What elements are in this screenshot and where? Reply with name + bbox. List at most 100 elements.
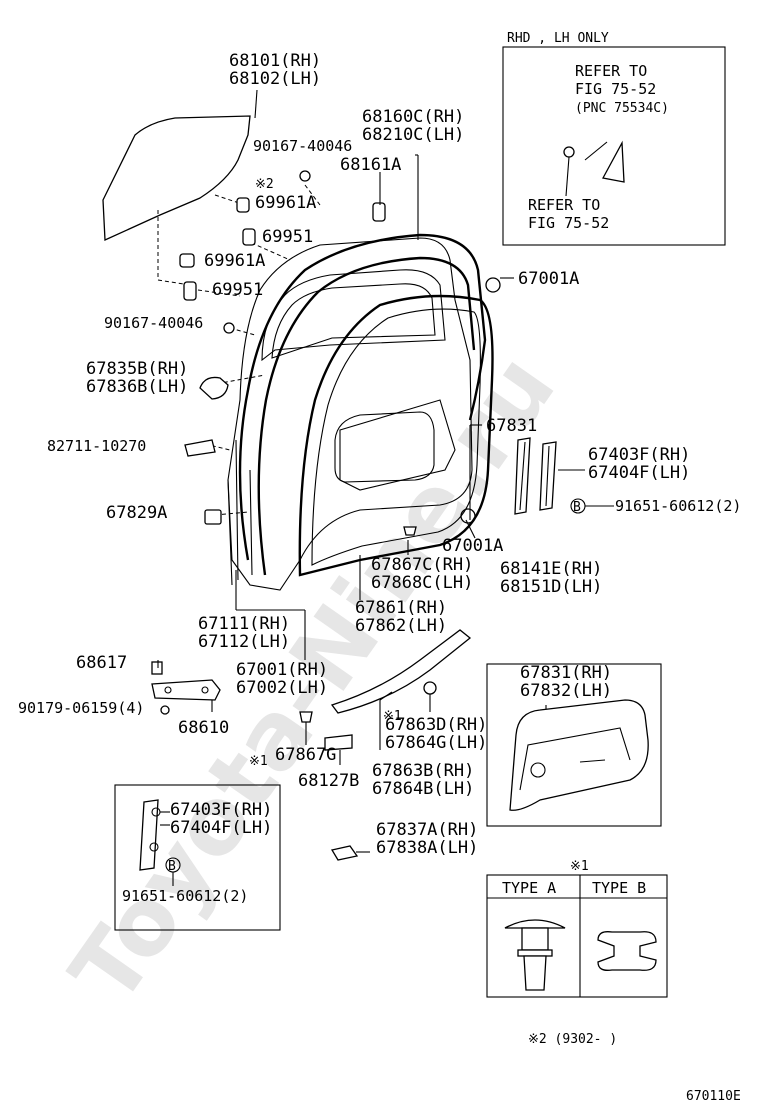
label-67837a: 67837A(RH) xyxy=(376,820,478,840)
label-90167-top: 90167-40046 xyxy=(253,137,352,155)
cover-icon xyxy=(199,376,229,400)
label-67862: 67862(LH) xyxy=(355,616,447,636)
footnote: ※2 (9302- ) xyxy=(528,1032,617,1047)
corner-garnish-icon xyxy=(602,140,625,183)
glass-channel-icon xyxy=(242,228,256,246)
figure-code: 670110E xyxy=(686,1089,741,1104)
label-67838a: 67838A(LH) xyxy=(376,838,478,858)
door-glass xyxy=(102,89,258,241)
small-parts xyxy=(179,170,501,536)
rhd-inset-header: RHD , LH ONLY xyxy=(507,31,609,46)
rhd-inset: RHD , LH ONLY REFER TO FIG 75-52 (PNC 75… xyxy=(502,31,726,246)
label-69951-2: 69951 xyxy=(212,280,263,300)
rhd-refer1-line1: REFER TO xyxy=(575,62,647,80)
rhd-refer1-line3: (PNC 75534C) xyxy=(575,101,669,116)
label-68160c: 68160C(RH) xyxy=(362,107,464,127)
lower-weatherstrip xyxy=(330,629,472,750)
hinge-icon xyxy=(151,679,221,701)
label-68101: 68101(RH) xyxy=(229,51,321,71)
channel-detail-icon xyxy=(139,799,159,871)
screw-icon xyxy=(160,705,170,715)
bolt-icon xyxy=(299,170,311,182)
label-67112: 67112(LH) xyxy=(198,632,290,652)
label-67867g: 67867G xyxy=(275,745,336,765)
label-82711: 82711-10270 xyxy=(47,437,146,455)
label-67111: 67111(RH) xyxy=(198,614,290,634)
circle-b-label: B xyxy=(573,500,581,515)
label-67403f: 67403F(RH) xyxy=(588,445,690,465)
door-trim-icon xyxy=(509,699,649,811)
reflector-icon xyxy=(184,439,216,457)
clip-type-a-icon xyxy=(504,919,566,991)
channel-inset: B xyxy=(114,784,281,931)
label-67864g: 67864G(LH) xyxy=(385,733,487,753)
type-a-header: TYPE A xyxy=(502,879,556,897)
glass-channel-clip-icon-2 xyxy=(179,253,195,268)
channels: B xyxy=(514,437,614,515)
label-67835b: 67835B(RH) xyxy=(86,359,188,379)
type-table: ※1 TYPE A TYPE B xyxy=(486,859,668,998)
type-table-note: ※1 xyxy=(570,859,589,874)
label-67867c: 67867C(RH) xyxy=(371,555,473,575)
label-68161a: 68161A xyxy=(340,155,401,175)
circle-b-label-2: B xyxy=(168,859,176,874)
label-68127b: 68127B xyxy=(298,771,359,791)
label-68102: 68102(LH) xyxy=(229,69,321,89)
grommet-icon xyxy=(299,711,313,723)
label-67863d: 67863D(RH) xyxy=(385,715,487,735)
leader-lines xyxy=(157,154,547,853)
label-67002: 67002(LH) xyxy=(236,678,328,698)
label-67001a-top: 67001A xyxy=(518,269,579,289)
label-90167-mid: 90167-40046 xyxy=(104,314,203,332)
label-67001: 67001(RH) xyxy=(236,660,328,680)
label-67001a-mid: 67001A xyxy=(442,536,503,556)
lever-icon xyxy=(151,661,163,675)
clip-icon-2 xyxy=(403,526,417,536)
trim-panel-inset xyxy=(486,663,662,827)
label-67861: 67861(RH) xyxy=(355,598,447,618)
cushion-icon xyxy=(485,277,501,293)
label-68617: 68617 xyxy=(76,653,127,673)
label-67831-rh: 67831(RH) xyxy=(520,663,612,683)
label-67403f-inset: 67403F(RH) xyxy=(170,800,272,820)
type-b-header: TYPE B xyxy=(592,879,646,897)
label-69951-1: 69951 xyxy=(262,227,313,247)
label-68141e: 68141E(RH) xyxy=(500,559,602,579)
label-68151d: 68151D(LH) xyxy=(500,577,602,597)
clip-type-b-icon xyxy=(597,931,657,971)
stopper-icon xyxy=(372,202,386,222)
lock-parts xyxy=(151,661,437,861)
hole-plug-icon xyxy=(204,509,222,525)
label-90179: 90179-06159(4) xyxy=(18,699,144,717)
label-69961a-2: 69961A xyxy=(204,251,265,271)
glass-channel-clip-icon xyxy=(236,197,250,213)
label-67404f: 67404F(LH) xyxy=(588,463,690,483)
label-67868c: 67868C(LH) xyxy=(371,573,473,593)
label-67832-lh: 67832(LH) xyxy=(520,681,612,701)
bracket-icon xyxy=(330,845,359,861)
label-67831: 67831 xyxy=(486,416,537,436)
rhd-refer2-line1: REFER TO xyxy=(528,196,600,214)
clip-icon xyxy=(563,146,575,158)
label-69961a-1: 69961A xyxy=(255,193,316,213)
label-67404f-inset: 67404F(LH) xyxy=(170,818,272,838)
rhd-refer1-line2: FIG 75-52 xyxy=(575,80,656,98)
label-67863b: 67863B(RH) xyxy=(372,761,474,781)
label-91651: 91651-60612(2) xyxy=(615,497,741,515)
door-shell xyxy=(227,233,494,591)
label-note1-b: ※1 xyxy=(249,754,268,769)
label-note1-a: ※1 xyxy=(383,709,402,724)
clip-icon-3 xyxy=(423,681,437,695)
label-68210c: 68210C(LH) xyxy=(362,125,464,145)
weatherstrip-end-icon xyxy=(324,734,353,751)
label-67836b: 67836B(LH) xyxy=(86,377,188,397)
label-67829a: 67829A xyxy=(106,503,167,523)
bolt-icon-2 xyxy=(223,322,235,334)
label-91651-inset: 91651-60612(2) xyxy=(122,887,248,905)
label-note2: ※2 xyxy=(255,177,274,192)
label-68610: 68610 xyxy=(178,718,229,738)
label-67864b: 67864B(LH) xyxy=(372,779,474,799)
glass-channel-icon-2 xyxy=(183,281,197,301)
rhd-refer2-line2: FIG 75-52 xyxy=(528,214,609,232)
